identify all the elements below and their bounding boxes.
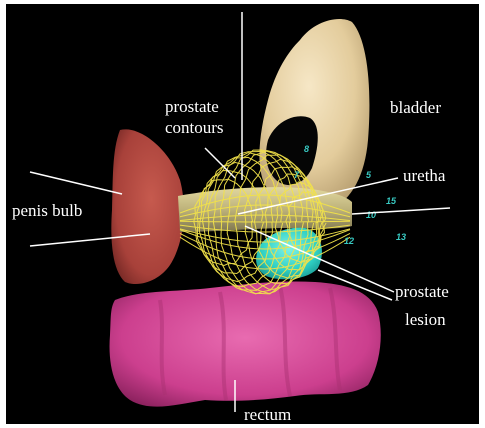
- label-rectum: rectum: [244, 405, 291, 424]
- slice-number: 8: [304, 144, 309, 154]
- label-prostate-contours-line1: prostate: [165, 97, 219, 116]
- label-penis-bulb: penis bulb: [12, 201, 82, 220]
- slice-number: 15: [386, 196, 397, 206]
- label-prostate-lesion-line2: lesion: [405, 310, 446, 329]
- label-prostate-contours-line2: contours: [165, 118, 224, 137]
- label-uretha: uretha: [403, 166, 446, 185]
- slice-number: 13: [396, 232, 406, 242]
- label-prostate-lesion-line1: prostate: [395, 282, 449, 301]
- label-bladder: bladder: [390, 98, 441, 117]
- slice-number: 12: [344, 236, 354, 246]
- slice-number: 10: [366, 210, 376, 220]
